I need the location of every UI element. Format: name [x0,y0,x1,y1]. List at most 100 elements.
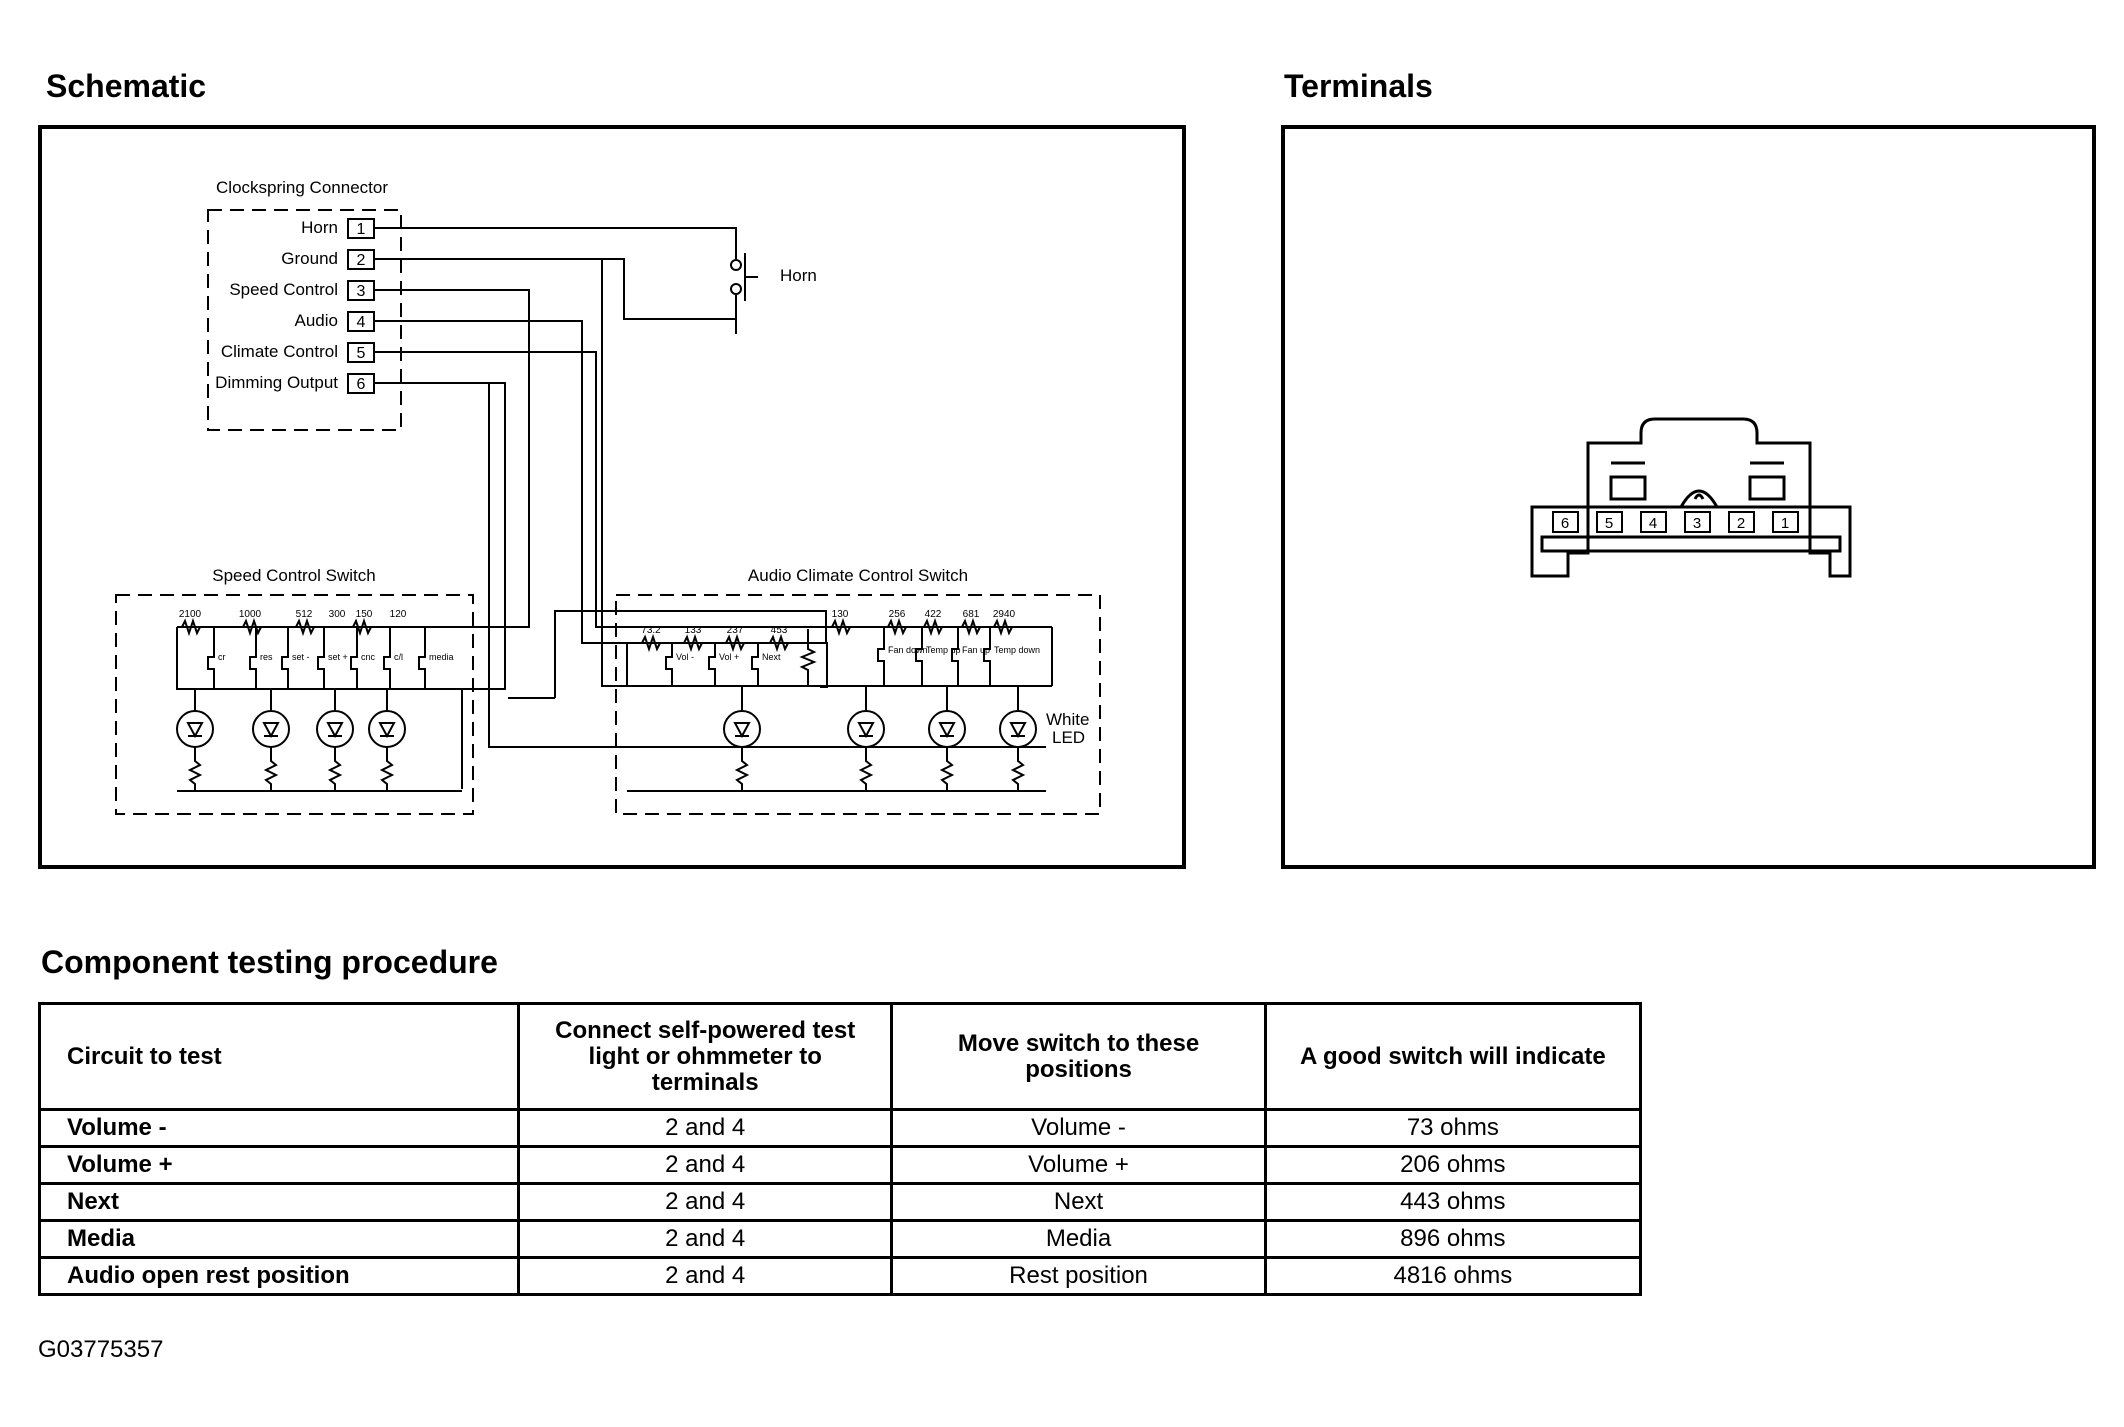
cell-position: Volume + [890,1145,1267,1185]
terminal-pin-box [1552,511,1579,533]
pin-label-dimming-output: Dimming Output [215,373,338,392]
terminal-pin-box [1596,511,1623,533]
terminal-pin-number: 1 [1781,515,1789,532]
speed-button-label: c/l [394,652,403,662]
schematic-title: Schematic [46,68,207,104]
speed-resistor-value: 150 [356,609,373,620]
cell-circuit: Next [37,1182,521,1222]
audio-resistor-value: 73.2 [641,625,661,636]
cell-terminals: 2 and 4 [517,1145,894,1185]
speed-leds [176,689,462,792]
pin-number-5: 5 [357,345,366,362]
pin-number-6: 6 [357,376,366,393]
schematic-drawing: Clockspring Connector Horn Ground Speed … [115,178,1101,815]
pin-label-climate-control: Climate Control [221,342,338,361]
cell-terminals: 2 and 4 [517,1108,894,1148]
audio-resistor-value: 237 [727,625,744,636]
figure-id: G03775357 [38,1336,164,1363]
audio-button-label: Next [762,652,781,662]
component-testing-table: Circuit to test Connect self-powered tes… [37,1002,1643,1296]
cell-terminals: 2 and 4 [517,1256,894,1296]
audio-button-label: Fan down [888,645,928,655]
terminals-title: Terminals [1284,68,1433,104]
speed-control-switch-label: Speed Control Switch [212,566,375,585]
cell-circuit: Media [37,1219,521,1259]
audio-resistor-value: 2940 [993,609,1016,620]
cell-circuit: Volume + [37,1145,521,1185]
speed-resistor-value: 300 [329,609,346,620]
pin-label-ground: Ground [281,249,338,268]
audio-button-label: Temp down [994,645,1040,655]
audio-button-label: Vol + [719,652,739,662]
terminal-pin-number: 5 [1605,515,1613,532]
speed-resistor-value: 512 [296,609,313,620]
clockspring-connector-box [207,209,402,431]
cell-indicate: 73 ohms [1263,1108,1643,1148]
terminal-pin-box [1772,511,1799,533]
audio-resistor-value: 130 [832,609,849,620]
pin-label-horn: Horn [301,218,338,237]
header-indicate: A good switch will indicate [1263,1002,1643,1111]
cell-circuit: Volume - [37,1108,521,1148]
audio-climate-switch-label: Audio Climate Control Switch [748,566,968,585]
terminals-panel: 6 5 4 3 2 1 [1281,125,2096,869]
connector-housing [1530,417,1852,578]
audio-resistor-value: 453 [771,625,788,636]
cell-indicate: 443 ohms [1263,1182,1643,1222]
speed-control-switch-box [115,594,474,815]
table-row: Media 2 and 4 Media 896 ohms [37,1219,1643,1259]
cell-position: Volume - [890,1108,1267,1148]
cell-position: Next [890,1182,1267,1222]
pin-label-speed-control: Speed Control [229,280,338,299]
speed-button-label: media [429,652,454,662]
pin-number-3: 3 [357,283,366,300]
speed-button-label: set + [328,652,348,662]
terminal-pin-box [1728,511,1755,533]
terminal-pin-number: 6 [1561,515,1569,532]
table-row: Volume - 2 and 4 Volume - 73 ohms [37,1108,1643,1148]
speed-resistor-value: 120 [390,609,407,620]
cell-indicate: 896 ohms [1263,1219,1643,1259]
audio-climate-switch-box [615,594,1101,815]
header-circuit: Circuit to test [37,1002,521,1111]
schematic-panel: Clockspring Connector Horn Ground Speed … [38,125,1186,869]
table-row: Next 2 and 4 Next 443 ohms [37,1182,1643,1222]
terminal-pin-box [1640,511,1667,533]
speed-button-label: set - [292,652,310,662]
pin-label-audio: Audio [295,311,338,330]
speed-button-label: res [260,652,273,662]
speed-button-label: cr [218,652,226,662]
terminal-pin-number: 2 [1737,515,1745,532]
audio-button-label: Fan up [962,645,990,655]
speed-button-label: cnc [361,652,376,662]
terminal-pin-number: 4 [1649,515,1657,532]
speed-buttons [207,627,426,689]
audio-buttons [665,627,991,686]
connector-face-drawing: 6 5 4 3 2 1 [1530,417,1852,578]
horn-switch-label: Horn [780,266,817,285]
audio-resistor-value: 256 [889,609,906,620]
speed-resistor-value: 2100 [179,609,202,620]
pin-number-2: 2 [357,252,366,269]
audio-resistor-value: 681 [963,609,980,620]
table-row: Volume + 2 and 4 Volume + 206 ohms [37,1145,1643,1185]
audio-resistor-value: 133 [685,625,702,636]
pin-number-4: 4 [357,314,366,331]
clockspring-connector-label: Clockspring Connector [216,178,388,197]
white-led-label-line1: White [1046,710,1089,729]
white-led-label-line2: LED [1052,728,1085,747]
pin-number-1: 1 [357,221,366,238]
audio-resistor-value: 422 [925,609,942,620]
cell-position: Media [890,1219,1267,1259]
audio-button-label: Vol - [676,652,694,662]
table-header-row: Circuit to test Connect self-powered tes… [37,1002,1643,1111]
wiring [176,227,1053,792]
cell-indicate: 206 ohms [1263,1145,1643,1185]
header-positions: Move switch to these positions [890,1002,1267,1111]
terminal-pin-number: 3 [1693,515,1701,532]
cell-circuit: Audio open rest position [37,1256,521,1296]
speed-resistor-value: 1000 [239,609,262,620]
header-terminals: Connect self-powered test light or ohmme… [517,1002,894,1111]
audio-button-label: Temp up [926,645,961,655]
cell-position: Rest position [890,1256,1267,1296]
